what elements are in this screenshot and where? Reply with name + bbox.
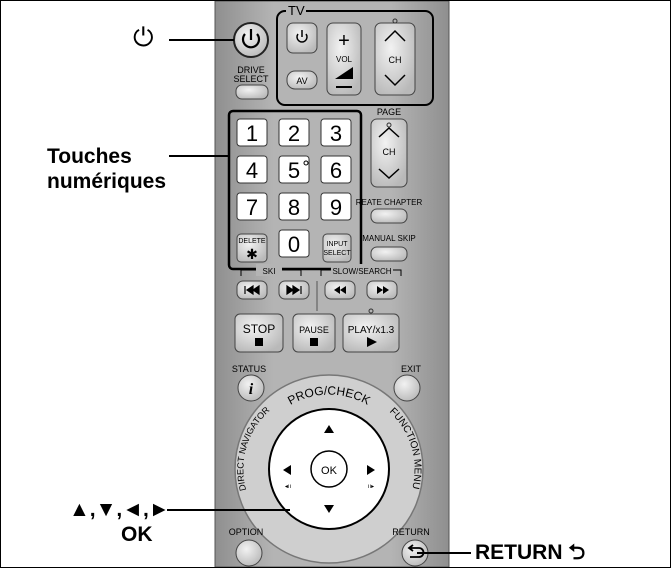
key-5[interactable] — [278, 155, 310, 184]
play-dot — [368, 308, 374, 314]
skip-label: SKI — [263, 267, 276, 276]
tv-power-icon — [296, 33, 308, 43]
tv-group-frame — [276, 10, 434, 106]
tv-channel-label: CH — [389, 55, 402, 65]
key-9-label: 9 — [330, 195, 342, 220]
status-button[interactable] — [237, 374, 265, 402]
key-3[interactable] — [320, 118, 352, 147]
key-8-label: 8 — [288, 195, 300, 220]
stop-icon — [255, 338, 263, 346]
key-6-label: 6 — [330, 158, 342, 183]
create-chapter-label: REATE CHAPTER — [356, 198, 423, 207]
tv-label-bg — [286, 3, 306, 17]
numeric-keys-callout-line-2: numériques — [47, 170, 167, 193]
key-4-label: 4 — [246, 158, 258, 183]
skip-forward-icon — [286, 284, 302, 296]
chevron-up-icon — [384, 29, 406, 42]
return-callout: RETURN ⮌ — [475, 541, 586, 564]
volume-plus-icon: + — [338, 30, 350, 52]
play-label: PLAY/x1.3 — [348, 325, 395, 336]
arrow-up-icon — [324, 425, 334, 433]
step-back-icon: ◂ıı — [285, 484, 292, 490]
step-forward-icon: ıı▸ — [368, 484, 374, 490]
tv-av-button[interactable] — [286, 70, 318, 90]
create-chapter-button[interactable] — [370, 208, 408, 224]
asterisk-icon: ✱ — [246, 246, 258, 262]
tv-channel-dot — [392, 18, 398, 24]
manual-skip-label: MANUAL SKIP — [362, 234, 416, 243]
key-3-label: 3 — [330, 121, 342, 146]
slow-back-icon — [334, 286, 346, 294]
ok-callout: OK — [121, 523, 153, 546]
exit-label: EXIT — [401, 364, 422, 374]
arrows-callout: ▲,▼,◄,► — [69, 498, 170, 521]
pause-button[interactable] — [292, 313, 336, 353]
slow-search-label-bg — [331, 264, 393, 276]
power-callout: ⏻ — [133, 22, 154, 52]
tv-power-button[interactable] — [286, 22, 318, 54]
pause-icon — [310, 338, 318, 346]
option-button[interactable] — [235, 539, 263, 567]
skip-label-bg — [256, 264, 282, 276]
key-6[interactable] — [320, 155, 352, 184]
ok-label: OK — [321, 465, 338, 477]
delete-label: DELETE — [238, 238, 266, 245]
stop-button[interactable] — [234, 313, 284, 353]
page-up-icon — [378, 126, 400, 138]
power-icon — [241, 33, 261, 49]
input-select-label-1: INPUT — [327, 241, 349, 248]
drive-select-label-1: DRIVE — [237, 65, 265, 75]
arrow-right-icon — [367, 465, 375, 475]
key-2-label: 2 — [288, 121, 300, 146]
input-select-button[interactable] — [322, 233, 352, 263]
status-label: STATUS — [232, 364, 266, 374]
page-channel-label: CH — [383, 147, 396, 157]
chevron-down-icon — [384, 74, 406, 87]
exit-button[interactable] — [393, 374, 421, 402]
numeric-keypad-frame — [227, 109, 363, 271]
page-label: PAGE — [377, 107, 401, 117]
key-9[interactable] — [320, 192, 352, 221]
key-1[interactable] — [236, 118, 268, 147]
volume-ramp-icon — [335, 67, 353, 79]
key-7-label: 7 — [246, 195, 258, 220]
return-label: RETURN — [392, 527, 430, 537]
numeric-keypad: 1 2 3 4 5 6 7 8 9 0 — [236, 118, 352, 258]
slow-search-label: SLOW/SEARCH — [332, 267, 391, 276]
delete-button[interactable] — [236, 233, 268, 263]
option-label: OPTION — [229, 527, 264, 537]
key-8[interactable] — [278, 192, 310, 221]
play-icon — [367, 337, 377, 347]
arrow-left-icon — [283, 465, 291, 475]
page-down-icon — [378, 168, 400, 180]
tv-av-label: AV — [296, 76, 307, 86]
info-icon: i — [249, 381, 254, 398]
key-0[interactable] — [278, 229, 310, 258]
volume-label: VOL — [336, 55, 353, 64]
slow-forward-icon — [377, 286, 389, 294]
stop-label: STOP — [243, 322, 275, 336]
drive-select-button[interactable] — [235, 84, 269, 100]
key-2[interactable] — [278, 118, 310, 147]
key-5-tactile-dot — [303, 160, 309, 166]
key-7[interactable] — [236, 192, 268, 221]
play-button[interactable] — [342, 313, 400, 353]
tv-group-label: TV — [288, 3, 305, 18]
manual-skip-button[interactable] — [370, 246, 408, 262]
ok-button[interactable] — [310, 450, 348, 488]
pause-label: PAUSE — [299, 325, 329, 335]
key-1-label: 1 — [246, 121, 258, 146]
skip-back-icon — [244, 284, 260, 296]
key-4[interactable] — [236, 155, 268, 184]
input-select-label-2: SELECT — [323, 250, 351, 257]
drive-select-label-2: SELECT — [233, 74, 269, 84]
arrow-down-icon — [324, 505, 334, 513]
key-5-label: 5 — [288, 158, 300, 183]
numeric-keys-callout-line-1: Touches — [47, 145, 132, 168]
key-0-label: 0 — [288, 232, 300, 257]
